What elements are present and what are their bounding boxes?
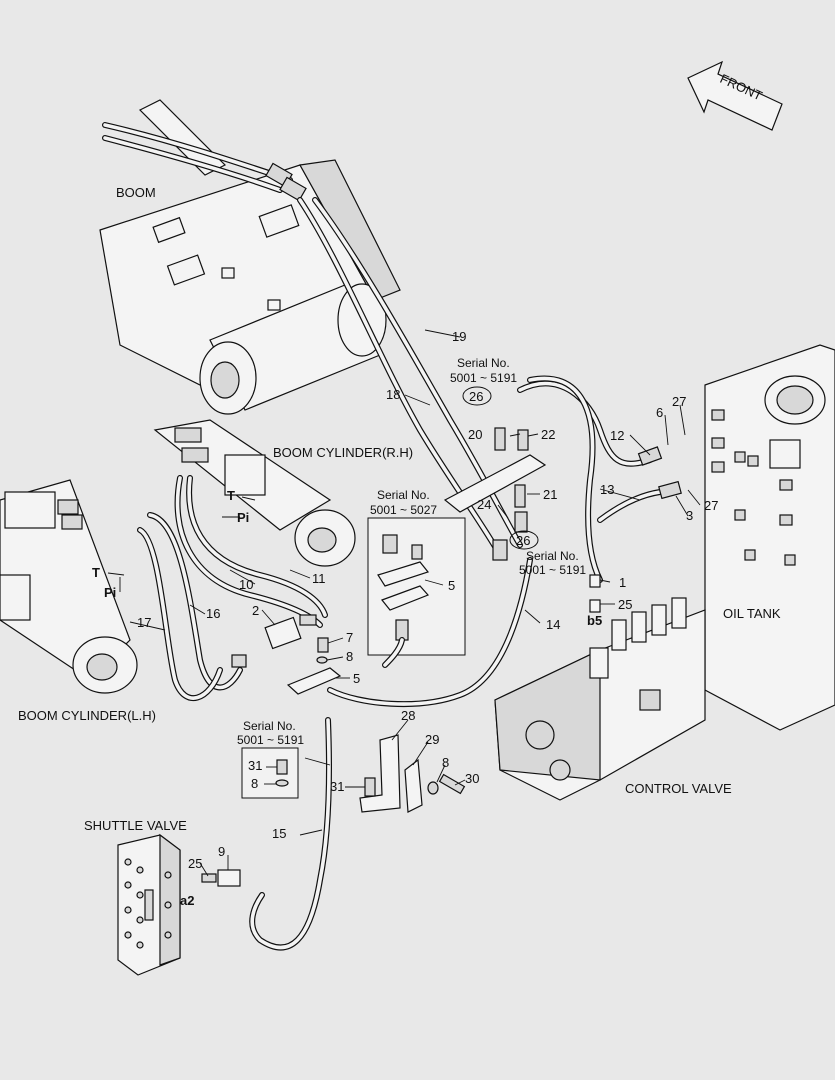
- part-7: 7: [346, 630, 353, 645]
- port-pi-rh: Pi: [237, 510, 249, 525]
- serial-note-mid-circle: 26: [516, 533, 530, 548]
- serial-note-lower-range: 5001 ~ 5191: [237, 733, 304, 747]
- serial-note-top-range: 5001 ~ 5191: [450, 371, 517, 385]
- boom-label: BOOM: [116, 185, 156, 200]
- serial-note-top-title: Serial No.: [457, 356, 510, 370]
- part-24: 24: [477, 497, 491, 512]
- fitting-block-2: [231, 614, 317, 668]
- serial-note-lower: Serial No. 5001 ~ 5191: [237, 719, 304, 747]
- boom-pipes: [102, 122, 307, 202]
- hose-10-11-16-17: [137, 475, 328, 702]
- part-13: 13: [600, 482, 614, 497]
- serial-note-top: Serial No. 5001 ~ 5191 26: [450, 356, 517, 406]
- boom-cylinder-rh-label: BOOM CYLINDER(R.H): [273, 445, 413, 460]
- part-5a: 5: [448, 578, 455, 593]
- front-arrow: FRONT: [687, 60, 783, 131]
- port-t-rh: T: [227, 488, 235, 503]
- part-8b: 8: [442, 755, 449, 770]
- part-11: 11: [312, 571, 326, 586]
- part-10: 10: [239, 577, 253, 592]
- part-8a: 8: [346, 649, 353, 664]
- bracket-28-29: [359, 734, 466, 813]
- part-14: 14: [546, 617, 560, 632]
- part-20: 20: [468, 427, 482, 442]
- port-a2: a2: [180, 893, 194, 908]
- hose-12-13: [517, 375, 682, 583]
- port-pi-lh: Pi: [104, 585, 116, 600]
- part-1: 1: [619, 575, 626, 590]
- part-12: 12: [610, 428, 624, 443]
- boom-cylinder-rh: [153, 419, 356, 567]
- serial-note-mid: 26 Serial No. 5001 ~ 5191: [509, 530, 586, 577]
- bracket-5: [286, 637, 342, 695]
- part-28: 28: [401, 708, 415, 723]
- serial-box-bracket: [367, 517, 466, 668]
- part-3: 3: [686, 508, 693, 523]
- hose-14: [327, 557, 533, 708]
- serial-note-mid-range: 5001 ~ 5191: [519, 563, 586, 577]
- shuttle-valve-label: SHUTTLE VALVE: [84, 818, 187, 833]
- part-31b: 31: [330, 779, 344, 794]
- part-2: 2: [252, 603, 259, 618]
- port-labels: T Pi T Pi b5 a2: [92, 488, 602, 908]
- port-b5: b5: [587, 613, 602, 628]
- boom-cylinder-lh-label: BOOM CYLINDER(L.H): [18, 708, 156, 723]
- serial-note-bracket-title: Serial No.: [377, 488, 430, 502]
- serial-note-bracket-range: 5001 ~ 5027: [370, 503, 437, 517]
- part-9: 9: [218, 844, 225, 859]
- hose-18-19: [297, 197, 523, 558]
- part-29: 29: [425, 732, 439, 747]
- part-31a: 31: [248, 758, 262, 773]
- oil-tank: [704, 344, 835, 731]
- part-19: 19: [452, 329, 466, 344]
- control-valve: [494, 574, 706, 801]
- part-22: 22: [541, 427, 555, 442]
- part-25b: 25: [188, 856, 202, 871]
- part-17: 17: [137, 615, 151, 630]
- serial-note-lower-title: Serial No.: [243, 719, 296, 733]
- control-valve-label: CONTROL VALVE: [625, 781, 732, 796]
- part-numbers: 19 18 20 22 21 24 12 13 6 27 27 3 1 25 1…: [137, 329, 718, 871]
- boom-cylinder-lh: [0, 479, 138, 694]
- serial-box-lower: [241, 747, 299, 799]
- part-15: 15: [272, 826, 286, 841]
- serial-note-mid-title: Serial No.: [526, 549, 579, 563]
- part-5b: 5: [353, 671, 360, 686]
- part-30: 30: [465, 771, 479, 786]
- part-16: 16: [206, 606, 220, 621]
- part-18: 18: [386, 387, 400, 402]
- part-25a: 25: [618, 597, 632, 612]
- serial-note-top-circle: 26: [469, 389, 483, 404]
- hose-15: [249, 717, 333, 951]
- port-t-lh: T: [92, 565, 100, 580]
- part-27b: 27: [704, 498, 718, 513]
- serial-note-bracket: Serial No. 5001 ~ 5027: [370, 488, 437, 517]
- leader-lines: [107, 329, 701, 877]
- center-bracket: [443, 427, 547, 561]
- shuttle-valve: [117, 833, 241, 976]
- oil-tank-label: OIL TANK: [723, 606, 781, 621]
- part-6: 6: [656, 405, 663, 420]
- part-27a: 27: [672, 394, 686, 409]
- component-labels: BOOM BOOM CYLINDER(R.H) BOOM CYLINDER(L.…: [18, 185, 781, 833]
- shuttle-valve-ports: [124, 858, 172, 949]
- part-21: 21: [543, 487, 557, 502]
- part-8c: 8: [251, 776, 258, 791]
